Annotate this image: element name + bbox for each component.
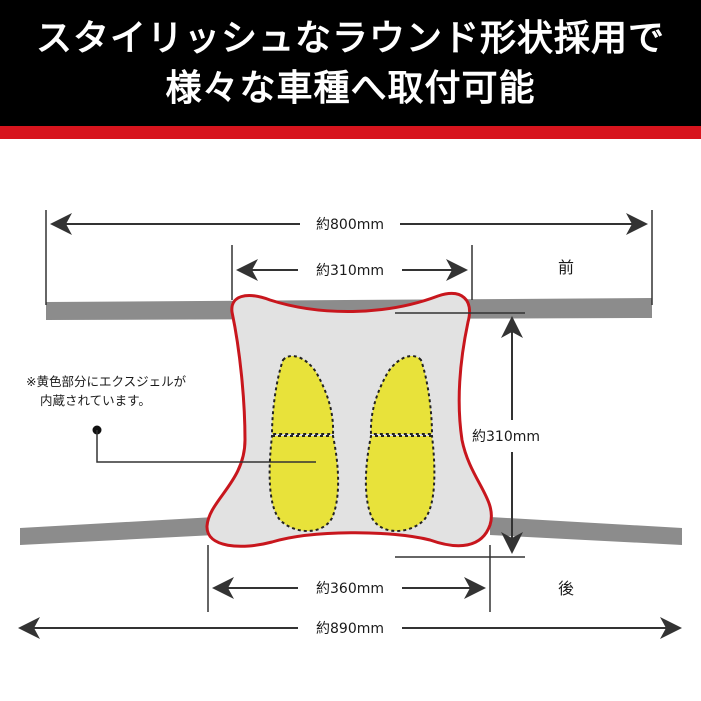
top-frame-bar [46, 298, 652, 320]
dim-total-bottom: 約890mm [316, 621, 384, 637]
gel-area-left-upper [270, 355, 335, 435]
gel-area-left-lower [268, 435, 340, 532]
header-red-stripe [0, 126, 701, 139]
arrow-890-right [660, 617, 682, 639]
arrow-310-left [236, 259, 258, 281]
arrow-height-top [501, 316, 523, 338]
headline-line-2: 様々な車種へ取付可能 [165, 68, 536, 109]
gel-note: ※黄色部分にエクスジェルが 内蔵されています。 [26, 372, 186, 410]
arrow-890-left [18, 617, 40, 639]
gel-note-line-1: ※黄色部分にエクスジェルが [26, 374, 187, 389]
bottom-frame-bar-right [490, 517, 682, 545]
arrow-310-right [446, 259, 468, 281]
bottom-frame-bar [20, 517, 215, 545]
arrow-800-right [626, 213, 648, 235]
arrow-360-left [212, 577, 234, 599]
label-front: 前 [558, 258, 574, 277]
header-banner [0, 0, 701, 126]
arrow-360-right [464, 577, 486, 599]
gel-note-line-2: 内蔵されています。 [40, 393, 151, 408]
dim-total-top: 約800mm [316, 217, 384, 233]
seat-cushion-outline [205, 292, 493, 548]
leader-line [96, 430, 316, 463]
gel-area-right-lower [364, 435, 436, 532]
dim-seat-top: 約310mm [316, 263, 384, 279]
headline-line-1: スタイリッシュなラウンド形状採用で [35, 18, 665, 59]
arrow-800-left [50, 213, 72, 235]
dim-seat-height: 約310mm [472, 429, 540, 445]
label-rear: 後 [558, 579, 574, 598]
dim-seat-bottom: 約360mm [316, 581, 384, 597]
arrow-height-bottom [501, 532, 523, 554]
gel-area-right-upper [369, 355, 434, 435]
